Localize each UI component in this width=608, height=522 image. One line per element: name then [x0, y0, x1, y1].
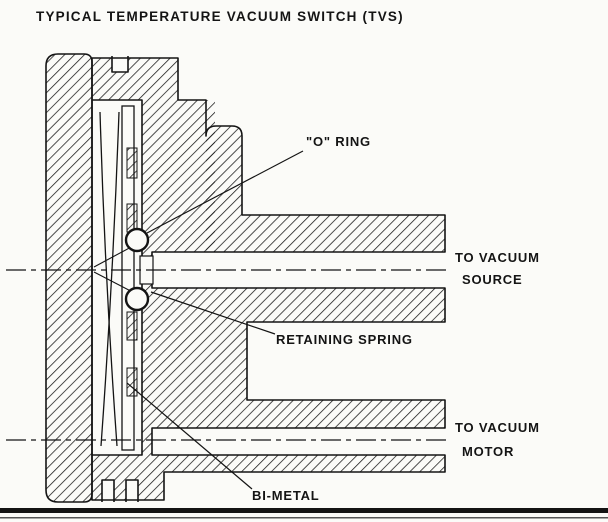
- plate-contact-3: [126, 311, 138, 341]
- diagram-title: TYPICAL TEMPERATURE VACUUM SWITCH (TVS): [36, 9, 404, 24]
- capsule-internals: [93, 105, 154, 451]
- housing-top-block: [92, 58, 178, 100]
- plate-contacts: [126, 147, 138, 397]
- o-ring-upper: [124, 227, 150, 253]
- lower-bore: [152, 428, 445, 455]
- top-notch: [112, 56, 128, 72]
- leader-o-ring: [146, 150, 304, 234]
- lower-port-bottom-wall: [92, 455, 445, 472]
- leader-retaining-spring: [150, 291, 276, 335]
- bi-metal-disc: [99, 111, 118, 447]
- plate-contact-4: [126, 367, 138, 397]
- label-to-vacuum-motor-line1: TO VACUUM: [455, 420, 540, 435]
- bottom-rule-thin: [0, 517, 608, 519]
- plate-contact-1: [126, 147, 138, 179]
- upper-port-top-wall: [206, 215, 445, 252]
- mounting-flange-outline: [45, 53, 93, 503]
- plunger-plate: [121, 105, 135, 451]
- label-retaining-spring: RETAINING SPRING: [276, 332, 413, 347]
- bottom-rule: [0, 508, 608, 513]
- housing-mid-block: [215, 322, 247, 428]
- o-ring-lower: [124, 286, 150, 312]
- leader-lines: [126, 150, 304, 490]
- callout-labels: "O" RING TO VACUUM SOURCE RETAINING SPRI…: [252, 134, 540, 503]
- label-bi-metal: BI-METAL: [252, 488, 320, 503]
- plate-contact-2: [126, 203, 138, 233]
- bottom-notch-2-outline: [125, 479, 139, 502]
- centerlines: [6, 269, 450, 441]
- bi-metal-disc-return: [100, 111, 120, 447]
- label-to-vacuum-motor-line2: MOTOR: [462, 444, 514, 459]
- leader-bi-metal: [126, 382, 253, 490]
- lower-port-top-wall: [247, 400, 445, 428]
- bottom-notch-1: [102, 480, 114, 502]
- label-o-ring: "O" RING: [306, 134, 371, 149]
- bottom-notch-1-outline: [101, 479, 115, 502]
- mounting-flange: [46, 54, 92, 502]
- label-to-vacuum-source-line2: SOURCE: [462, 272, 522, 287]
- housing-outline: [91, 57, 446, 501]
- top-notch-outline: [111, 56, 129, 73]
- upper-port-bottom-wall: [215, 288, 445, 322]
- housing-boss: [206, 126, 242, 215]
- label-to-vacuum-source-line1: TO VACUUM: [455, 250, 540, 265]
- bottom-notch-2: [126, 480, 138, 502]
